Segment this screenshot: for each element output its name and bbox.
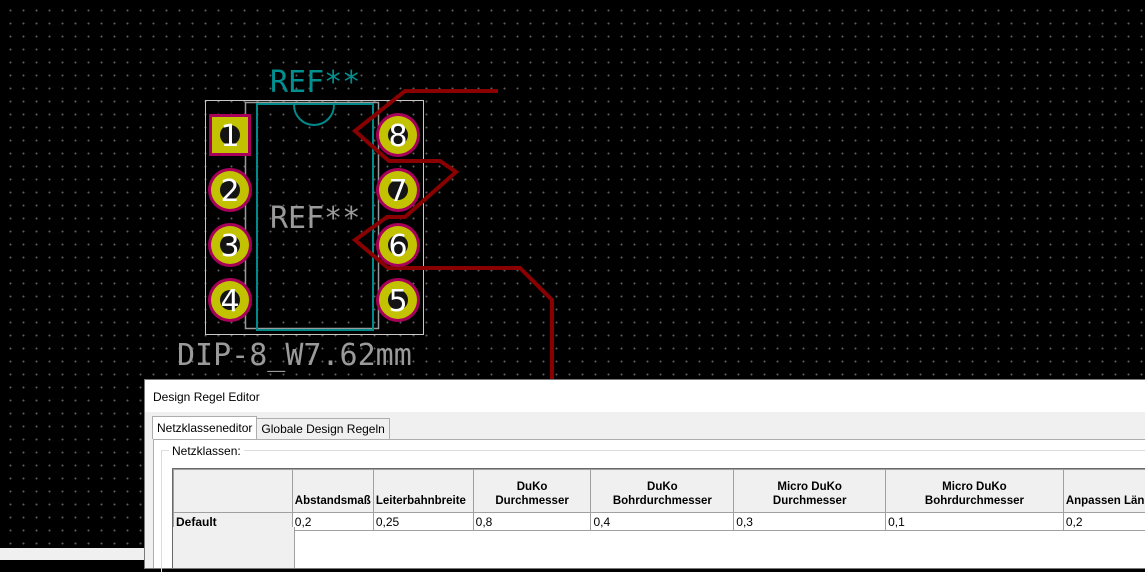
- design-rule-editor-dialog: Design Regel Editor Netzklasseneditor Gl…: [144, 379, 1145, 569]
- column-header-via-diameter[interactable]: DuKo Durchmesser: [473, 470, 591, 513]
- pin1-notch: [294, 105, 334, 125]
- pad-number-label: 7: [388, 174, 407, 209]
- grid-row-label-area: [173, 527, 295, 568]
- pad-number-label: 2: [220, 174, 239, 209]
- column-header-microvia-diameter[interactable]: Micro DuKo Durchmesser: [734, 470, 886, 513]
- cell-microvia-diameter[interactable]: 0,3: [734, 513, 886, 531]
- tab-bar: Netzklasseneditor Globale Design Regeln: [153, 417, 390, 439]
- netclass-group-label: Netzklassen:: [169, 444, 244, 458]
- pad-number-label: 4: [220, 284, 239, 319]
- cell-via-diameter[interactable]: 0,8: [473, 513, 591, 531]
- grid-corner-cell: [174, 470, 293, 513]
- column-header-track-width[interactable]: Leiterbahnbreite: [373, 470, 473, 513]
- pad-number-label: 3: [220, 229, 239, 264]
- cell-microvia-drill[interactable]: 0,1: [886, 513, 1064, 531]
- pad-number-label: 5: [388, 284, 407, 319]
- tab-netclass-editor[interactable]: Netzklasseneditor: [152, 416, 257, 439]
- dialog-title: Design Regel Editor: [153, 390, 260, 404]
- column-header-via-drill[interactable]: DuKo Bohrdurchmesser: [591, 470, 734, 513]
- pad-2[interactable]: 2: [208, 168, 252, 212]
- column-header-microvia-drill[interactable]: Micro DuKo Bohrdurchmesser: [886, 470, 1064, 513]
- cell-track-width[interactable]: 0,25: [373, 513, 473, 531]
- ref-designator-center[interactable]: REF**: [270, 201, 360, 236]
- dialog-titlebar[interactable]: Design Regel Editor: [145, 380, 1145, 412]
- tab-global-design-rules[interactable]: Globale Design Regeln: [256, 418, 389, 439]
- ref-designator-top[interactable]: REF**: [270, 65, 360, 100]
- pad-7[interactable]: 7: [376, 168, 420, 212]
- cell-clearance[interactable]: 0,2: [292, 513, 373, 531]
- pad-5[interactable]: 5: [376, 278, 420, 322]
- tab-panel: Netzklassen: Abstandsmaß: [153, 439, 1145, 568]
- cell-tuning-length[interactable]: 0,2: [1063, 513, 1145, 531]
- netclass-grid[interactable]: Abstandsmaß Leiterbahnbreite DuKo Durchm…: [172, 468, 1145, 568]
- column-header-clearance[interactable]: Abstandsmaß: [292, 470, 373, 513]
- cell-via-drill[interactable]: 0,4: [591, 513, 734, 531]
- pad-6[interactable]: 6: [376, 223, 420, 267]
- pad-number-label: 1: [220, 119, 239, 154]
- pad-number-label: 8: [388, 119, 407, 154]
- pad-3[interactable]: 3: [208, 223, 252, 267]
- pad-number-label: 6: [388, 229, 407, 264]
- pad-1[interactable]: 1: [209, 114, 251, 156]
- window-background: [0, 548, 145, 560]
- column-header-tuning-length[interactable]: Anpassen Län: [1063, 470, 1145, 513]
- table-row[interactable]: Default 0,2 0,25 0,8 0,4 0,3 0,1 0,2: [174, 513, 1145, 531]
- pad-4[interactable]: 4: [208, 278, 252, 322]
- footprint-value-label[interactable]: DIP-8_W7.62mm: [177, 338, 412, 373]
- pad-8[interactable]: 8: [376, 113, 420, 157]
